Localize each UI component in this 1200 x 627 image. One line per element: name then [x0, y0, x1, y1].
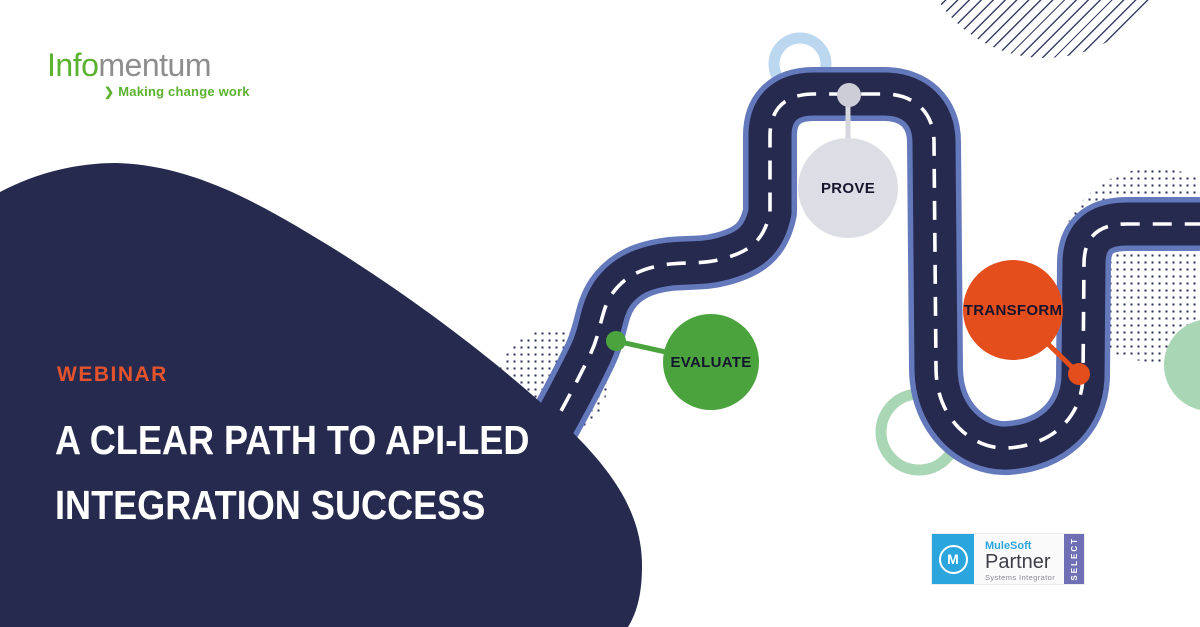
- badge-select-ribbon: SELECT: [1064, 534, 1084, 584]
- prove-road-dot: [837, 83, 861, 107]
- logo-tagline: ❯Making change work: [104, 84, 250, 99]
- logo-text-secondary: mentum: [98, 47, 211, 83]
- milestone-prove-label: PROVE: [820, 179, 875, 197]
- mulesoft-logo-icon: M: [938, 544, 968, 574]
- badge-subtitle: Systems Integrator: [985, 573, 1056, 582]
- title-line-1: A CLEAR PATH TO API-LED: [55, 417, 530, 463]
- mulesoft-logo-letter: M: [947, 551, 959, 567]
- webinar-title: A CLEAR PATH TO API-LED INTEGRATION SUCC…: [55, 408, 529, 538]
- milestone-evaluate-label: EVALUATE: [670, 353, 752, 371]
- badge-title: Partner: [985, 551, 1051, 573]
- badge-brand: MuleSoft: [985, 540, 1032, 552]
- milestone-transform-label: TRANSFORM: [963, 301, 1063, 319]
- webinar-kicker: WEBINAR: [57, 363, 168, 386]
- milestone-prove: PROVE: [798, 138, 898, 238]
- badge-text-area: MuleSoft Partner Systems Integrator: [974, 534, 1064, 584]
- infomentum-logo: Infomentum: [47, 48, 211, 82]
- chevron-right-icon: ❯: [104, 85, 115, 99]
- transform-road-dot: [1068, 363, 1090, 385]
- mulesoft-logo-tile: M: [932, 534, 974, 584]
- light-green-circle: [1164, 320, 1200, 410]
- mulesoft-partner-badge: M MuleSoft Partner Systems Integrator SE…: [932, 534, 1084, 584]
- logo-text-primary: Info: [47, 47, 99, 83]
- milestone-transform: TRANSFORM: [963, 260, 1063, 360]
- navy-blob: [0, 163, 642, 627]
- milestone-evaluate: EVALUATE: [663, 314, 759, 410]
- evaluate-road-dot: [606, 331, 626, 351]
- tagline-text: Making change work: [118, 84, 250, 99]
- badge-ribbon-label: SELECT: [1069, 537, 1079, 581]
- title-line-2: INTEGRATION SUCCESS: [55, 482, 486, 528]
